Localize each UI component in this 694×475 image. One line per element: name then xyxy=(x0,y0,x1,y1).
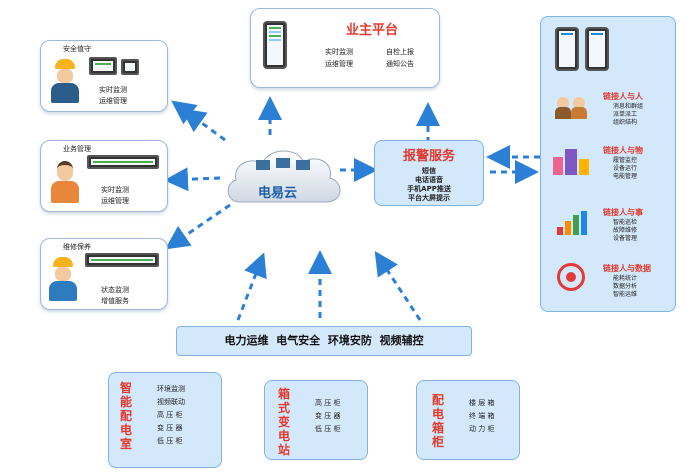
city-icon xyxy=(553,149,591,175)
station-item: 变 压 器 xyxy=(157,424,183,432)
link-item: 消息和群组 xyxy=(613,103,644,110)
dashboard-screen xyxy=(87,155,159,169)
person-card-business: 业务管理 实时监测 运维管理 xyxy=(40,140,168,212)
phone-icon xyxy=(585,27,609,71)
station-card-box-substation: 箱式变电站 高 压 柜 变 压 器 低 压 柜 xyxy=(264,380,368,460)
alarm-item: 短信 xyxy=(422,167,436,175)
person-item: 状态监测 xyxy=(101,286,129,294)
owner-platform-card: 业主平台 实时监测 自检上报 运维管理 通知公告 xyxy=(250,8,440,88)
person-item: 实时监测 xyxy=(99,86,127,94)
alarm-item: 平台大屏提示 xyxy=(408,194,450,202)
link-item: 电能管理 xyxy=(613,173,638,180)
station-items: 楼 层 箱 终 端 箱 动 力 柜 xyxy=(469,397,494,436)
station-item: 终 端 箱 xyxy=(469,412,495,420)
person-card-title: 维修保养 xyxy=(63,243,91,251)
links-panel: 链接人与人 消息和群组 派单派工 组织结构 链接人与物 履管监控 设备运行 电能… xyxy=(540,16,676,312)
alarm-service-box: 报警服务 短信 电话语音 手机APP推送 平台大屏提示 xyxy=(374,140,484,206)
arrow-up-1 xyxy=(236,252,267,321)
arrow-up-3 xyxy=(374,250,422,321)
owner-title: 业主平台 xyxy=(346,23,399,38)
owner-item: 自检上报 xyxy=(386,48,414,56)
person-item: 增值服务 xyxy=(101,297,129,305)
person-item: 运维管理 xyxy=(101,197,129,205)
station-title: 箱式变电站 xyxy=(277,387,290,457)
alarm-item: 手机APP推送 xyxy=(407,185,451,193)
station-item: 低 压 柜 xyxy=(315,425,341,433)
station-item: 低 压 柜 xyxy=(157,437,183,445)
link-item: 履管监控 xyxy=(613,157,638,164)
owner-item: 通知公告 xyxy=(386,60,414,68)
cloud-icon xyxy=(227,150,341,203)
link-item: 设备管理 xyxy=(613,235,638,242)
link-title: 链接人与数据 xyxy=(603,264,651,273)
arrow-extra xyxy=(181,108,208,133)
engineer-avatar-icon xyxy=(49,257,77,305)
link-item: 派单派工 xyxy=(613,111,638,118)
link-item: 智能巡检 xyxy=(613,219,638,226)
station-title: 配电箱柜 xyxy=(431,393,444,449)
link-item: 设备运行 xyxy=(613,165,638,172)
station-items: 环境监测 视频联动 高 压 柜 变 压 器 低 压 柜 xyxy=(157,383,185,448)
phone-icon xyxy=(555,27,579,71)
person-card-maintenance: 维修保养 状态监测 增值服务 xyxy=(40,238,168,310)
services-text: 电力运维 电气安全 环境安防 视频辅控 xyxy=(224,334,424,347)
link-title: 链接人与人 xyxy=(603,92,643,101)
link-title: 链接人与事 xyxy=(603,208,643,217)
services-bar: 电力运维 电气安全 环境安防 视频辅控 xyxy=(176,326,472,356)
arrow-to-maintenance xyxy=(165,203,231,250)
link-title: 链接人与物 xyxy=(603,146,643,155)
link-item: 能耗统计 xyxy=(613,275,638,282)
station-item: 高 压 柜 xyxy=(157,411,183,419)
station-title: 智能配电室 xyxy=(119,381,132,451)
alarm-title: 报警服务 xyxy=(402,149,455,164)
person-card-title: 业务管理 xyxy=(63,145,91,153)
station-card-cabinet: 配电箱柜 楼 层 箱 终 端 箱 动 力 柜 xyxy=(416,380,520,460)
link-item: 数据分析 xyxy=(613,283,638,290)
growth-chart-icon xyxy=(555,209,591,235)
dashboard-screen xyxy=(85,253,159,267)
person-item: 实时监测 xyxy=(101,186,129,194)
owner-item: 实时监测 xyxy=(325,48,353,56)
person-card-safety: 安全值守 实时监测 运维管理 xyxy=(40,40,168,112)
station-item: 视频联动 xyxy=(157,398,185,406)
cloud-label: 电易云 xyxy=(258,186,298,201)
station-item: 高 压 柜 xyxy=(315,399,341,407)
person-item: 运维管理 xyxy=(99,97,127,105)
station-items: 高 压 柜 变 压 器 低 压 柜 xyxy=(315,397,340,436)
owner-item: 运维管理 xyxy=(325,60,353,68)
phone-icon xyxy=(263,21,287,69)
data-target-icon xyxy=(557,263,585,291)
link-item: 组织结构 xyxy=(613,119,638,126)
laptop-icon xyxy=(89,57,117,75)
alarm-item: 电话语音 xyxy=(415,176,443,184)
arrow-to-safety xyxy=(171,100,226,142)
manager-avatar-icon xyxy=(51,161,79,207)
tablet-icon xyxy=(121,59,139,75)
person-card-title: 安全值守 xyxy=(63,45,91,53)
station-item: 环境监测 xyxy=(157,385,185,393)
link-item: 智能运维 xyxy=(613,291,638,298)
people-icon xyxy=(555,95,591,119)
station-item: 楼 层 箱 xyxy=(469,399,495,407)
link-item: 故障维修 xyxy=(613,227,638,234)
station-item: 动 力 柜 xyxy=(469,425,495,433)
arrow-to-business xyxy=(164,167,221,192)
station-item: 变 压 器 xyxy=(315,412,341,420)
worker-avatar-icon xyxy=(51,59,79,107)
station-card-room: 智能配电室 环境监测 视频联动 高 压 柜 变 压 器 低 压 柜 xyxy=(108,372,222,468)
